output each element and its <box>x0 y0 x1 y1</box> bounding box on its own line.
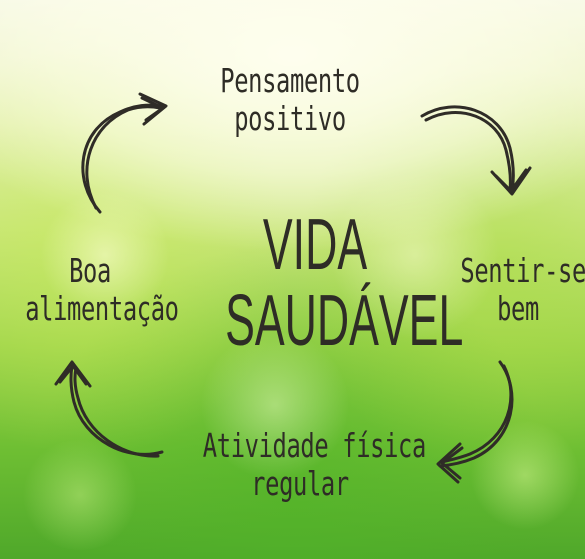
node-bottom-line2: regular <box>251 463 349 503</box>
node-left-line1: Boa <box>69 251 111 290</box>
node-top: Pensamento positivo <box>218 62 362 138</box>
node-bottom-line1: Atividade física <box>202 426 426 465</box>
node-right-line1: Sentir-se <box>460 251 585 290</box>
arrow-left-to-top <box>81 92 168 214</box>
center-title-line1: VIDA <box>262 205 368 285</box>
arrow-right-to-bottom <box>436 360 514 484</box>
node-right: Sentir-se bem <box>460 251 585 328</box>
node-left-line2: alimentação <box>25 288 179 328</box>
node-top-line1: Pensamento <box>220 61 360 100</box>
node-bottom: Atividade física regular <box>202 426 426 503</box>
node-top-line2: positivo <box>234 98 346 138</box>
arrow-top-to-right <box>420 105 532 196</box>
node-left: Boa alimentação <box>25 251 179 328</box>
node-right-line2: bem <box>497 288 539 328</box>
arrow-bottom-to-left <box>54 360 164 458</box>
